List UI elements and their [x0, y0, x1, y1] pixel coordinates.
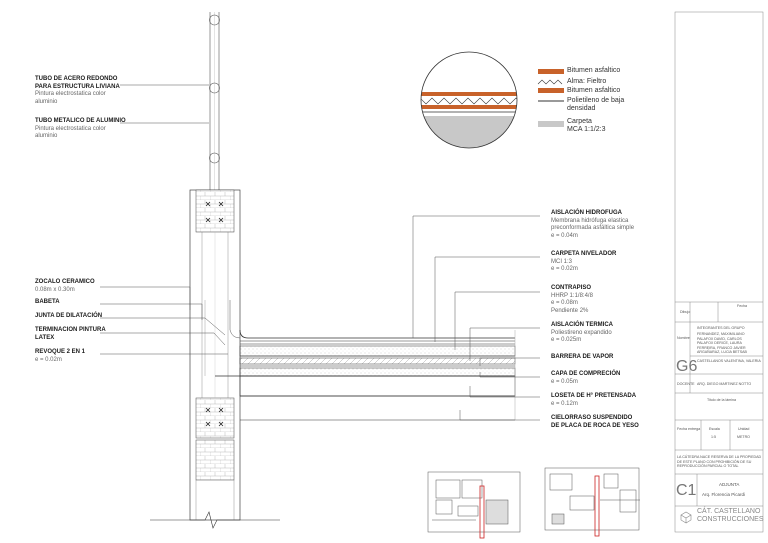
legend-line: Polietileno de baja [567, 97, 625, 104]
label-title: PARA ESTRUCTURA LIVIANA [35, 83, 120, 90]
label-desc: aluminio [35, 98, 58, 105]
leader-lines-left [100, 84, 228, 355]
label-title: REVOQUE 2 EN 1 [35, 349, 86, 355]
tb-integrante: PALAFOX DAVID, CARLOS [697, 336, 742, 341]
tb-docente-val: ARQ. DIEGO MARTINEZ NOTTO [697, 382, 752, 386]
tb-disclaimer: REPRODUCCIÓN PARCIAL O TOTAL [677, 464, 739, 468]
label-capa-compresion: CAPA DE COMPRECIÓN e = 0.05m [551, 371, 620, 386]
label-title: LATEX [35, 334, 55, 341]
tb-escala-val: 1:5 [711, 435, 716, 439]
logo-mark [680, 511, 692, 524]
label-aislacion-hidrofuga: AISLACIÓN HIDROFUGA Membrana hidrófuga e… [551, 210, 634, 240]
label-barrera-vapor: BARRERA DE VAPOR [551, 354, 613, 362]
label-title: CARPETA NIVELADOR [551, 251, 617, 257]
tb-sheet-number: C1 [676, 482, 697, 499]
label-desc: e = 0.02m [551, 266, 578, 272]
tb-integrante: ARGAÑARAZ, LUCIA BETSAB [697, 350, 747, 354]
label-desc: HHRP 1:1/8:4/8 [551, 292, 593, 299]
tb-escala: Escala [709, 427, 720, 431]
label-title: DE PLACA DE ROCA DE YESO [551, 422, 639, 429]
label-desc: 0.08m x 0.30m [35, 286, 75, 293]
tb-grupo: G6 [676, 358, 698, 375]
tb-disclaimer: LA CÁTEDRA NACE RESERVA DE LA PROPIEDAD [677, 455, 762, 459]
steel-tube-mast [209, 12, 220, 190]
label-title: CAPA DE COMPRECIÓN [551, 371, 621, 377]
brick-wall-column [150, 189, 280, 529]
legend-line: Carpeta [567, 118, 592, 125]
label-title: LOSETA DE H° PRETENSADA [551, 393, 637, 399]
label-title: AISLACIÓN HIDROFUGA [551, 210, 622, 216]
label-desc: e = 0.05m [551, 378, 578, 385]
label-title: BABETA [35, 299, 60, 305]
tb-titulo-lamina: Titulo de la lámina [707, 398, 737, 402]
floor-plan-1 [427, 471, 521, 539]
label-desc: MCI 1:3 [551, 258, 573, 265]
label-title: TERMINACION PINTURA [35, 327, 106, 333]
label-desc: Pintura electrostatica color [35, 125, 106, 132]
legend-alma: Alma: Fieltro [567, 78, 607, 85]
label-title: TUBO DE ACERO REDONDO [35, 76, 118, 82]
label-desc: Membrana hidrófuga elastica [551, 217, 629, 224]
label-desc: preconformada asfáltica simple [551, 225, 635, 231]
label-loseta: LOSETA DE H° PRETENSADA e = 0.12m [551, 393, 636, 408]
tb-arq: Arq. Florencia Picardi [702, 492, 746, 497]
label-desc: e = 0.12m [551, 400, 578, 407]
label-revoque: REVOQUE 2 EN 1 e = 0.02m [35, 349, 85, 364]
tb-disclaimer: DE ESTE PLANO CON PROHIBICIÓN DE SU [677, 459, 752, 464]
tb-nombre: Nombre [677, 336, 690, 340]
label-tubo-metalico: TUBO METALICO DE ALUMINIO Pintura electr… [35, 118, 126, 141]
title-block-frame [674, 11, 764, 533]
label-terminacion: TERMINACION PINTURA LATEX [35, 327, 106, 342]
tb-fecha-entrega: Fecha entrega [677, 427, 701, 431]
waterproof-layers-detail-circle [420, 51, 518, 149]
tb-dibujo: Dibujo [680, 310, 691, 314]
label-zocalo: ZOCALO CERAMICO 0.08m x 0.30m [35, 279, 95, 294]
label-title: AISLACIÓN TERMICA [551, 322, 613, 328]
label-title: CONTRAPISO [551, 285, 592, 291]
roof-slab-section [204, 300, 516, 421]
tb-fecha: Fecha [737, 304, 747, 308]
label-carpeta-nivelador: CARPETA NIVELADOR MCI 1:3 e = 0.02m [551, 251, 616, 274]
label-desc: Pintura electrostatica color [35, 91, 106, 97]
label-aislacion-termica: AISLACIÓN TERMICA Poliestireno expandido… [551, 322, 613, 345]
label-title: BARRERA DE VAPOR [551, 354, 614, 360]
label-junta: JUNTA DE DILATACIÓN [35, 313, 102, 321]
label-desc: e = 0.02m [35, 356, 62, 363]
tb-construcciones: CONSTRUCCIONES [697, 516, 764, 523]
label-desc: Pendiente 2% [551, 307, 589, 314]
legend-polietileno: Polietileno de baja densidad [567, 97, 624, 113]
tb-integrante: FERREIRA, FRANCO JAVIER [697, 345, 746, 350]
label-cielorraso: CIELORRASO SUSPENDIDO DE PLACA DE ROCA D… [551, 415, 639, 430]
label-contrapiso: CONTRAPISO HHRP 1:1/8:4/8 e = 0.08m Pend… [551, 285, 593, 315]
tb-integrante: PALAFOX DERICE, LAURA [697, 341, 742, 345]
label-desc: e = 0.025m [551, 337, 582, 343]
tb-integrante: FERNANDEZ, MAXIMILIANO [697, 332, 745, 336]
label-desc: aluminio [35, 133, 58, 139]
leader-lines-right [412, 215, 540, 421]
tb-docente: DOCENTE [677, 382, 695, 386]
tb-integrantes-label: INTEGRANTES DEL GRUPO [697, 326, 745, 330]
label-title: TUBO METALICO DE ALUMINIO [35, 118, 126, 124]
legend-line: MCA 1:1/2:3 [567, 126, 606, 133]
legend-line: densidad [567, 105, 596, 112]
label-desc: e = 0.08m [551, 300, 578, 306]
label-tubo-acero: TUBO DE ACERO REDONDO PARA ESTRUCTURA LI… [35, 76, 120, 106]
tb-unidad-val: METRO [737, 435, 750, 439]
legend-swatches [537, 69, 564, 127]
label-babeta: BABETA [35, 299, 60, 307]
tb-unidad: Unidad [738, 427, 750, 431]
label-desc: Poliestireno expandido [551, 329, 612, 336]
legend-carpeta: Carpeta MCA 1:1/2:3 [567, 118, 606, 134]
label-title: ZOCALO CERAMICO [35, 279, 95, 285]
label-desc: e = 0.04m [551, 232, 578, 239]
tb-adjunta: ADJUNTA [719, 482, 740, 487]
label-title: JUNTA DE DILATACIÓN [35, 313, 103, 319]
tb-integrante: CASTELLANOS VALENTINA, VALERIA [697, 359, 761, 363]
tb-catedra: CÁT. CASTELLANO [697, 508, 761, 515]
legend-bitumen-2: Bitumen asfaltico [567, 87, 621, 94]
label-title: CIELORRASO SUSPENDIDO [551, 415, 633, 421]
legend-bitumen-1: Bitumen asfaltico [567, 67, 621, 74]
floor-plan-2 [544, 467, 640, 537]
